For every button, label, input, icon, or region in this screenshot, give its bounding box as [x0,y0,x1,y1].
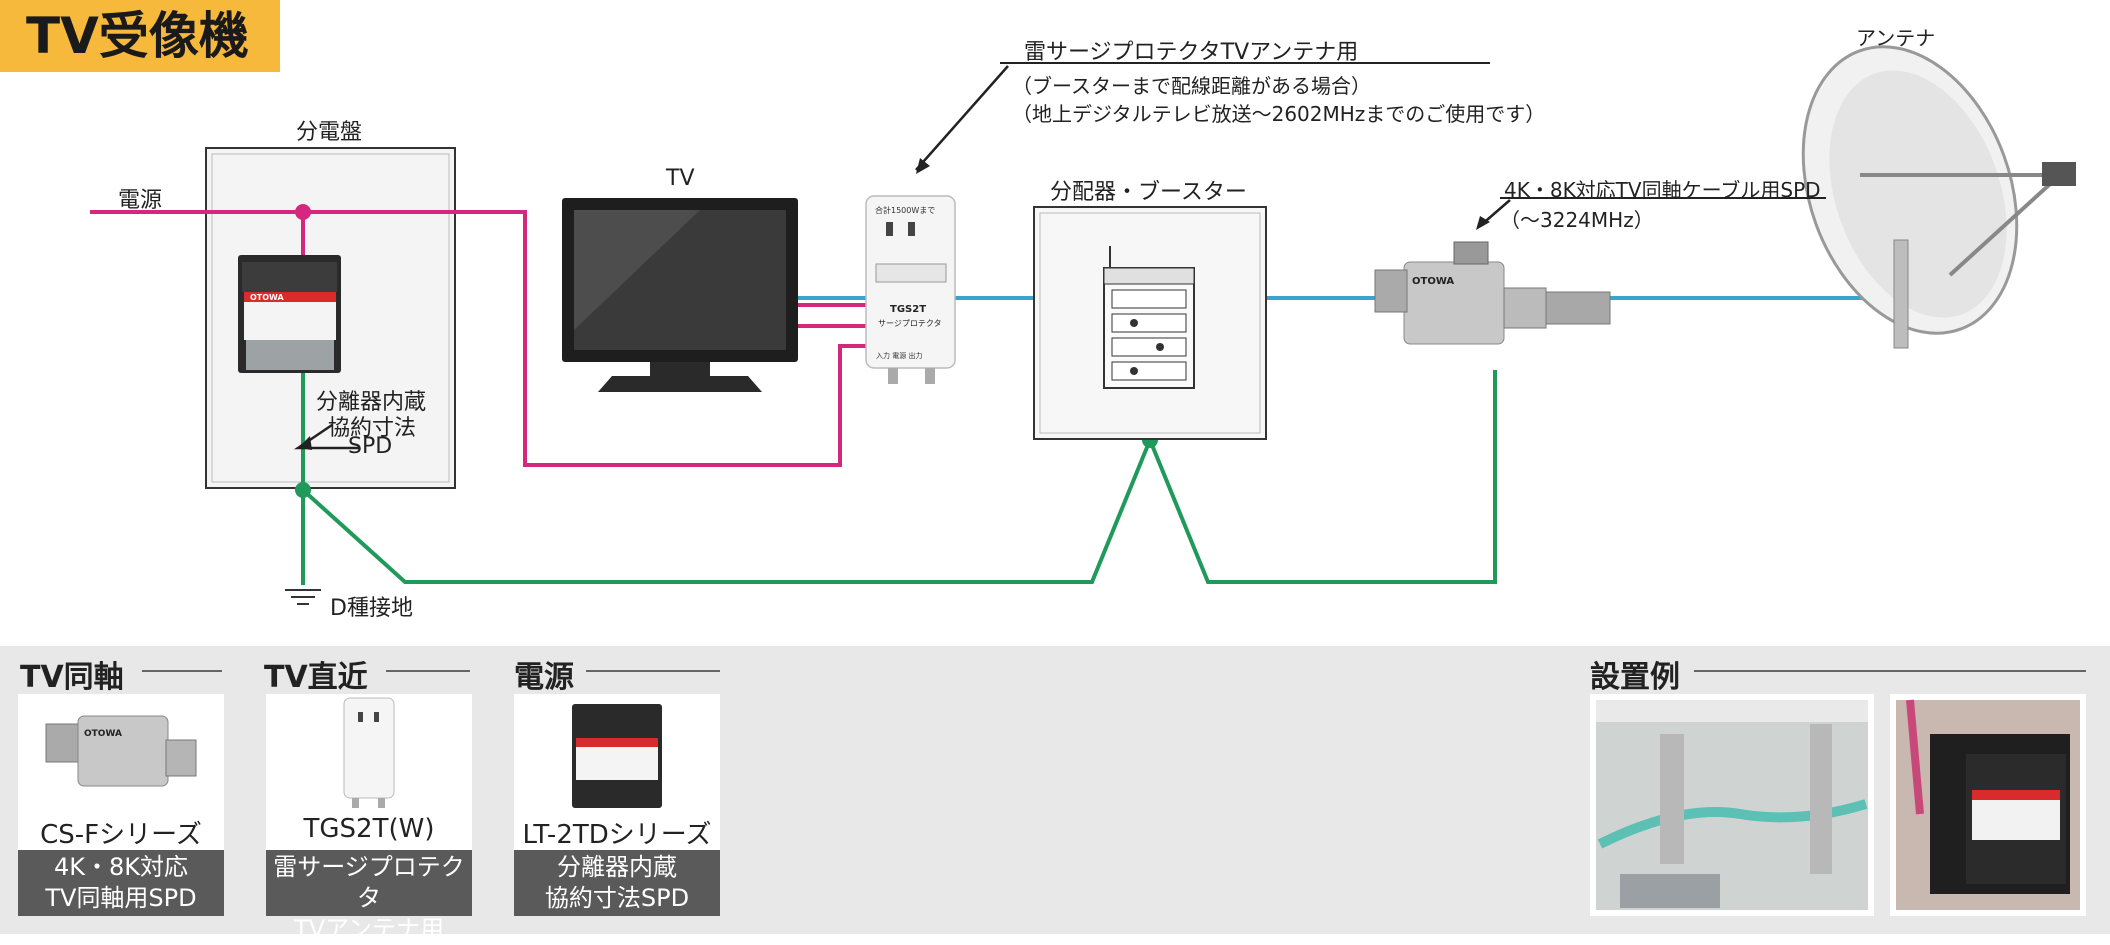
tv-monitor [562,198,798,392]
svg-text:TGS2T: TGS2T [890,304,926,315]
section-install: 設置例 [1590,660,1680,695]
product-card-lt2td[interactable]: LT-2TDシリーズ 分離器内蔵協約寸法SPD [514,694,720,916]
splitter-label: 分配器・ブースター [1050,180,1247,205]
coax-spd-device: OTOWA [1374,241,1611,345]
svg-text:入力 電源 出力: 入力 電源 出力 [876,351,922,360]
protector-arrow [915,65,1009,171]
spd-builtin-label-3: SPD [348,434,393,459]
protector-label-2: （ブースターまで配線距離がある場合） [1012,74,1371,98]
product-name: LT-2TDシリーズ [522,820,712,850]
section-power: 電源 [514,660,574,695]
antenna-dish [1801,45,2076,349]
lt2td-product-image [572,704,662,808]
svg-text:OTOWA: OTOWA [250,293,285,302]
product-name: CS-Fシリーズ [40,820,202,850]
svg-text:合計1500Wまで: 合計1500Wまで [875,205,935,215]
tv-label: TV [666,166,695,191]
coax-spd-label-1: 4K・8K対応TV同軸ケーブル用SPD [1504,178,1821,202]
ground-junction-dot [295,482,311,498]
page-title: TV受像機 [0,0,280,72]
wiring-diagram: OTOWA 合計1500Wまで TGS2T サージプロテクタ 入力 電源 出力 [90,45,2076,605]
protector-label-1: 雷サージプロテクタTVアンテナ用 [1024,40,1359,65]
svg-text:OTOWA: OTOWA [84,729,122,739]
lt2td-device: OTOWA [238,255,341,373]
protector-label-3: （地上デジタルテレビ放送〜2602MHzまでのご使用です） [1012,102,1546,126]
tgs2t-product-image [343,697,395,808]
power-label: 電源 [118,188,163,213]
power-junction-dot [295,204,311,220]
product-caption: 分離器内蔵協約寸法SPD [514,850,720,916]
install-photo-1 [1590,694,1874,916]
ground-line [301,365,1497,585]
ground-symbol [285,589,321,605]
spd-builtin-label-1: 分離器内蔵 [316,390,427,415]
cs-f-product-image: OTOWA [45,715,197,787]
coax-spd-label-2: （〜3224MHz） [1500,208,1654,232]
svg-text:サージプロテクタ: サージプロテクタ [878,319,942,328]
spd-builtin-label-2: 協約寸法 [328,416,417,441]
booster-device [1103,246,1195,389]
tgs2t-device: 合計1500Wまで TGS2T サージプロテクタ 入力 電源 出力 [865,195,956,384]
antenna-label: アンテナ [1856,26,1936,50]
section-tv-near: TV直近 [264,660,368,695]
section-tv-coax: TV同軸 [20,660,124,695]
panel-label: 分電盤 [296,120,363,145]
install-photo-2 [1890,694,2086,916]
product-name: TGS2T(W) [303,814,435,844]
svg-text:OTOWA: OTOWA [1412,276,1454,287]
ground-label: D種接地 [330,596,413,621]
